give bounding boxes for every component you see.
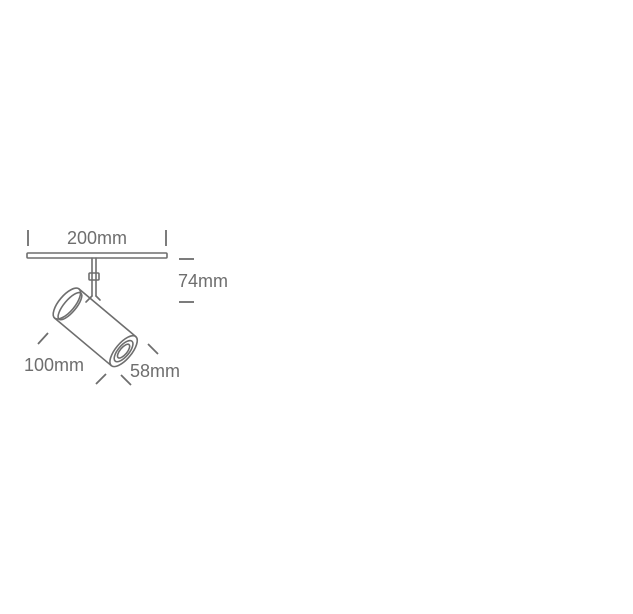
diameter-tick-upper	[147, 343, 159, 355]
track-rail	[26, 252, 168, 259]
length-tick-upper	[37, 332, 49, 345]
width-dimension: 200mm	[27, 228, 167, 248]
diameter-label: 58mm	[130, 361, 180, 381]
width-label: 200mm	[67, 228, 127, 248]
back-cap-inner	[57, 291, 83, 321]
yoke	[85, 295, 101, 303]
length-tick-lower	[95, 373, 107, 385]
back-cap	[52, 287, 82, 320]
front-lens	[116, 343, 131, 359]
stem	[88, 257, 100, 297]
stem-knuckle	[88, 272, 100, 281]
spotlight-head	[52, 287, 139, 368]
diameter-tick-lower	[120, 374, 132, 386]
length-label: 100mm	[24, 355, 84, 375]
cylinder-body	[53, 288, 137, 367]
diameter-dimension: 58mm	[120, 343, 180, 386]
height-label: 74mm	[178, 271, 228, 291]
front-lens-ring	[113, 339, 134, 363]
front-face	[109, 334, 139, 368]
length-dimension: 100mm	[24, 332, 107, 385]
track-bar	[26, 252, 168, 259]
yoke-arm	[85, 295, 101, 303]
height-dimension: 74mm	[178, 258, 228, 303]
